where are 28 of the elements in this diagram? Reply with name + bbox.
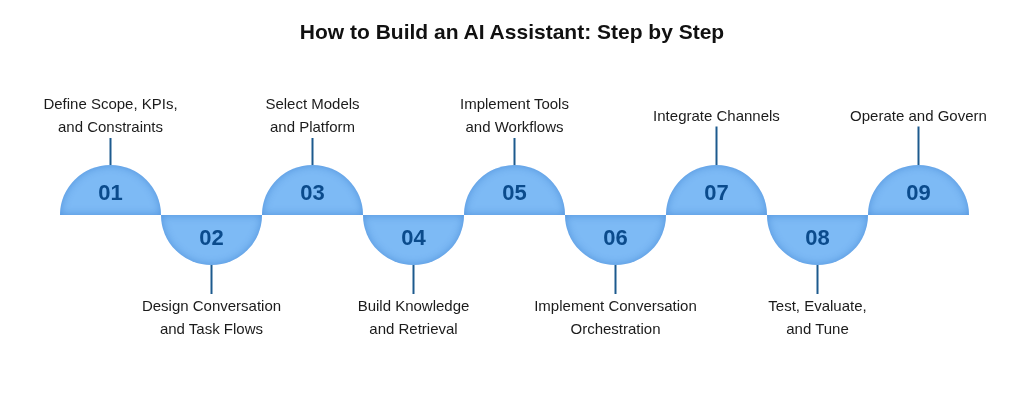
step-marker: 01 (60, 165, 161, 215)
step-label: Define Scope, KPIs, and Constraints (42, 92, 179, 138)
step-marker: 04 (363, 215, 464, 265)
step-marker: 08 (767, 215, 868, 265)
leader-line (917, 125, 920, 166)
diagram-title: How to Build an AI Assistant: Step by Step (299, 19, 725, 44)
step-label: Design Conversation and Task Flows (141, 294, 282, 340)
leader-line (109, 137, 112, 166)
step-label: Build Knowledge and Retrieval (357, 294, 470, 340)
leader-line (614, 264, 617, 295)
leader-line (715, 125, 718, 166)
step-marker: 09 (868, 165, 969, 215)
leader-line (513, 137, 516, 166)
step-label: Integrate Channels (652, 103, 781, 127)
leader-line (412, 264, 415, 295)
step-marker: 07 (666, 165, 767, 215)
step-label: Operate and Govern (849, 103, 988, 127)
leader-line (311, 137, 314, 166)
leader-line (816, 264, 819, 295)
step-marker: 03 (262, 165, 363, 215)
step-label: Implement Tools and Workflows (459, 92, 570, 138)
step-label: Select Models and Platform (264, 92, 361, 138)
step-marker: 05 (464, 165, 565, 215)
step-marker: 02 (161, 215, 262, 265)
step-label: Test, Evaluate, and Tune (767, 294, 868, 340)
step-marker: 06 (565, 215, 666, 265)
leader-line (210, 264, 213, 295)
step-label: Implement Conversation Orchestration (533, 294, 698, 340)
